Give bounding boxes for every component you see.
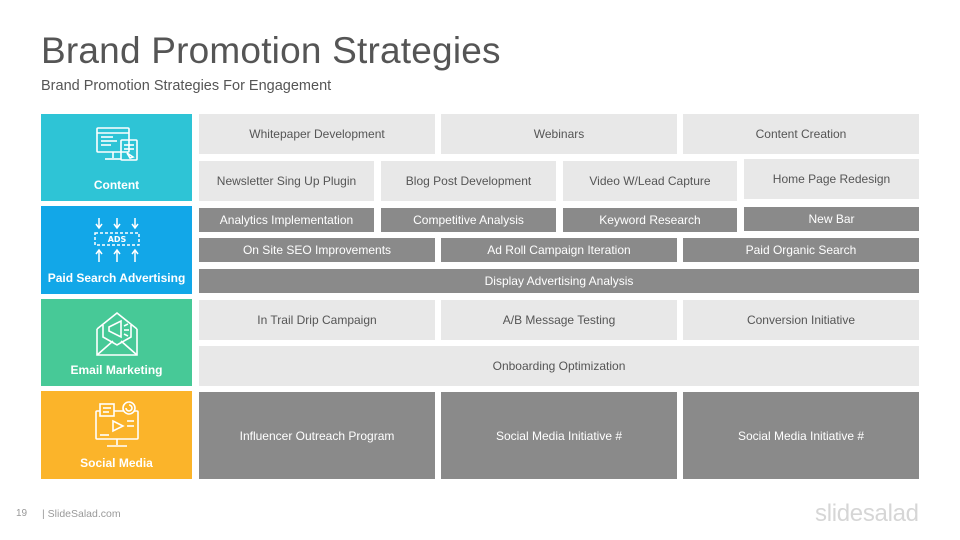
svg-text:ADS: ADS — [107, 235, 126, 244]
cell-on-site-seo-improvements: On Site SEO Improvements — [199, 238, 435, 262]
cell-conversion-initiative: Conversion Initiative — [683, 300, 919, 340]
cell-in-trail-drip-campaign: In Trail Drip Campaign — [199, 300, 435, 340]
category-label: Social Media — [80, 456, 153, 470]
category-label: Content — [93, 178, 140, 192]
cell-paid-organic-search: Paid Organic Search — [683, 238, 919, 262]
cell-new-bar: New Bar — [744, 207, 919, 231]
cell-display-advertising-analysis: Display Advertising Analysis — [199, 269, 919, 293]
slidesalad-logo: slidesalad — [815, 500, 919, 527]
cell-ad-roll-campaign-iteration: Ad Roll Campaign Iteration — [441, 238, 677, 262]
cell-social-media-initiative-2: Social Media Initiative # — [683, 392, 919, 479]
cell-whitepaper-development: Whitepaper Development — [199, 114, 435, 154]
page-number: 19 — [16, 508, 28, 519]
cell-competitive-analysis: Competitive Analysis — [381, 208, 556, 232]
ads-icon: ADS — [93, 218, 140, 262]
category-content: Content — [41, 114, 192, 201]
page-title: Brand Promotion Strategies — [41, 30, 501, 71]
email-megaphone-icon — [95, 311, 138, 356]
cell-video-lead-capture: Video W/Lead Capture — [563, 161, 737, 201]
cell-keyword-research: Keyword Research — [563, 208, 737, 232]
cell-analytics-implementation: Analytics Implementation — [199, 208, 374, 232]
cell-content-creation: Content Creation — [683, 114, 919, 154]
cell-webinars: Webinars — [441, 114, 677, 154]
page-subtitle: Brand Promotion Strategies For Engagemen… — [41, 78, 332, 94]
cell-ab-message-testing: A/B Message Testing — [441, 300, 677, 340]
cell-onboarding-optimization: Onboarding Optimization — [199, 346, 919, 386]
cell-influencer-outreach-program: Influencer Outreach Program — [199, 392, 435, 479]
category-label: Email Marketing — [70, 363, 163, 377]
social-media-screen-icon — [94, 401, 139, 447]
category-social-media: Social Media — [41, 391, 192, 479]
cell-blog-post-development: Blog Post Development — [381, 161, 556, 201]
category-email-marketing: Email Marketing — [41, 299, 192, 386]
category-label: Paid Search Advertising — [47, 271, 186, 285]
computer-monitor-icon — [95, 127, 138, 161]
category-paid-search: ADS Paid Search Advertising — [41, 206, 192, 294]
cell-social-media-initiative-1: Social Media Initiative # — [441, 392, 677, 479]
footer-site-link[interactable]: | SlideSalad.com — [42, 508, 121, 520]
cell-newsletter-signup-plugin: Newsletter Sing Up Plugin — [199, 161, 374, 201]
cell-home-page-redesign: Home Page Redesign — [744, 159, 919, 199]
